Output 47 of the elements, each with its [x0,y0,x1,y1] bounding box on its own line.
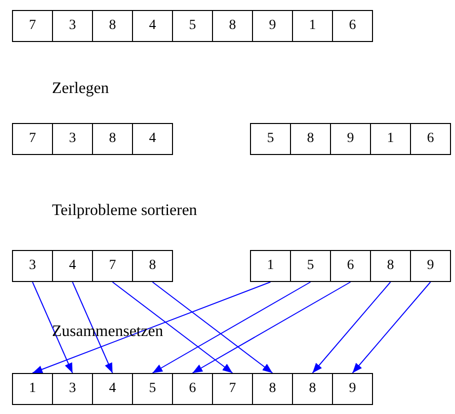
array-cell: 9 [410,250,451,282]
arrow [112,282,233,374]
array-cell: 6 [330,250,371,282]
array-cell: 8 [212,10,253,42]
array-cell: 4 [92,373,133,405]
array-cell: 6 [332,10,373,42]
array-cell: 7 [12,123,53,155]
array-cell: 4 [132,123,173,155]
arrow [152,282,273,374]
array-cell: 8 [370,250,411,282]
arrow [152,282,311,374]
array-cell: 1 [250,250,291,282]
array-cell: 5 [172,10,213,42]
step-label: Teilprobleme sortieren [52,202,198,220]
array-cell: 9 [252,10,293,42]
arrow [72,282,113,374]
array-cell: 3 [12,250,53,282]
arrow [32,282,73,374]
array-cell: 8 [92,10,133,42]
array-cell: 7 [92,250,133,282]
array-cell: 9 [332,373,373,405]
array-cell: 6 [172,373,213,405]
array-cell: 3 [52,10,93,42]
array-cell: 7 [212,373,253,405]
array-cell: 5 [250,123,291,155]
array-cell: 7 [12,10,53,42]
array-cell: 1 [292,10,333,42]
array-cell: 9 [330,123,371,155]
arrow [32,282,271,374]
array-cell: 8 [92,123,133,155]
array-cell: 8 [292,373,333,405]
array-cell: 1 [12,373,53,405]
array-cell: 5 [290,250,331,282]
array-cell: 3 [52,123,93,155]
array-cell: 3 [52,373,93,405]
arrow [192,282,351,374]
array-cell: 8 [252,373,293,405]
array-cell: 5 [132,373,173,405]
array-cell: 6 [410,123,451,155]
array-cell: 8 [290,123,331,155]
array-cell: 4 [52,250,93,282]
array-cell: 4 [132,10,173,42]
step-label: Zerlegen [52,80,109,98]
arrow [352,282,431,374]
array-cell: 8 [132,250,173,282]
array-cell: 1 [370,123,411,155]
arrow [312,282,391,374]
